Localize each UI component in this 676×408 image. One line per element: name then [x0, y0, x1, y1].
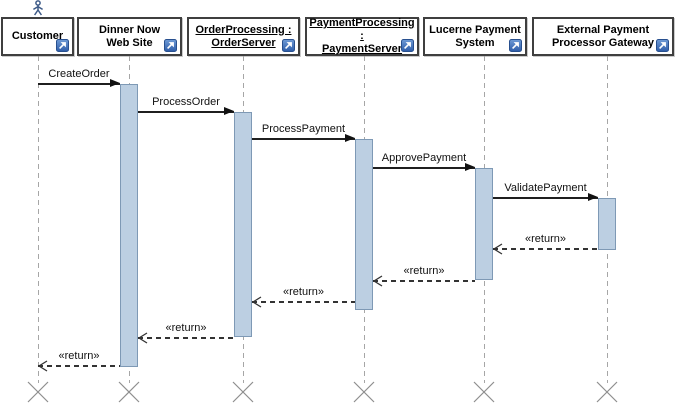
return-message-payment-processing-to-order-processing[interactable] [252, 301, 355, 303]
message-label: ValidatePayment [504, 182, 587, 194]
lifeline-head-order-processing[interactable]: OrderProcessing :OrderServer [187, 17, 300, 56]
navigate-link-icon[interactable] [56, 39, 69, 52]
lifeline-head-label: System [455, 36, 495, 49]
destruction-x-customer[interactable] [26, 380, 50, 404]
lifeline-head-label: Dinner Now [98, 23, 161, 36]
activation-bar-payment-processing[interactable] [355, 139, 373, 310]
lifeline-head-payment-processing[interactable]: PaymentProcessing :PaymentServer [305, 17, 419, 56]
lifeline-head-label: OrderProcessing : [195, 23, 292, 36]
navigate-link-icon[interactable] [509, 39, 522, 52]
activation-bar-lucerne-payment-system[interactable] [475, 168, 493, 280]
message-label: «return» [525, 233, 566, 245]
destruction-x-lucerne-payment-system[interactable] [472, 380, 496, 404]
message-label: «return» [165, 322, 207, 334]
destruction-x-order-processing[interactable] [231, 380, 255, 404]
lifeline-head-label: External Payment [556, 23, 650, 36]
message-label: ApprovePayment [381, 152, 467, 164]
call-arrowhead-icon [465, 163, 475, 171]
call-message-order-processing-to-payment-processing[interactable] [252, 138, 355, 140]
call-message-payment-processing-to-lucerne-payment-system[interactable] [373, 167, 475, 169]
return-arrowhead-icon [251, 295, 263, 308]
return-message-lucerne-payment-system-to-payment-processing[interactable] [373, 280, 475, 282]
message-label: «return» [58, 350, 100, 362]
call-arrowhead-icon [224, 107, 234, 115]
call-arrowhead-icon [588, 193, 598, 201]
return-arrowhead-icon [137, 331, 149, 344]
message-label: CreateOrder [48, 68, 110, 80]
navigate-link-icon[interactable] [282, 39, 295, 52]
message-label: «return» [283, 286, 324, 298]
call-message-dinner-now-web-site-to-order-processing[interactable] [138, 111, 234, 113]
message-label: ProcessOrder [152, 96, 220, 108]
destruction-x-dinner-now-web-site[interactable] [117, 380, 141, 404]
return-message-dinner-now-web-site-to-customer[interactable] [38, 365, 120, 367]
activation-bar-external-payment-processor-gateway[interactable] [598, 198, 616, 250]
lifeline-head-label: Customer [11, 30, 64, 42]
lifeline-head-label: OrderServer [211, 36, 276, 49]
call-arrowhead-icon [345, 134, 355, 142]
message-label: «return» [403, 265, 445, 277]
lifeline-customer[interactable] [38, 56, 39, 383]
navigate-link-icon[interactable] [401, 39, 414, 52]
destruction-x-external-payment-processor-gateway[interactable] [595, 380, 619, 404]
actor-icon[interactable] [30, 0, 46, 16]
return-arrowhead-icon [372, 274, 384, 287]
return-arrowhead-icon [492, 242, 504, 255]
return-message-order-processing-to-dinner-now-web-site[interactable] [138, 337, 234, 339]
lifeline-head-label: PaymentServer [321, 43, 403, 55]
lifeline-head-label: Lucerne Payment [429, 23, 521, 36]
lifeline-head-label: Web Site [106, 36, 153, 49]
destruction-x-payment-processing[interactable] [352, 380, 376, 404]
lifeline-head-label: PaymentProcessing : [309, 17, 415, 42]
navigate-link-icon[interactable] [164, 39, 177, 52]
activation-bar-dinner-now-web-site[interactable] [120, 84, 138, 367]
navigate-link-icon[interactable] [656, 39, 669, 52]
lifeline-head-customer[interactable]: Customer [1, 17, 74, 56]
call-message-lucerne-payment-system-to-external-payment-processor-gateway[interactable] [493, 197, 598, 199]
call-arrowhead-icon [110, 79, 120, 87]
lifeline-head-label: Processor Gateway [551, 36, 655, 49]
call-message-customer-to-dinner-now-web-site[interactable] [38, 83, 120, 85]
return-arrowhead-icon [37, 359, 49, 372]
return-message-external-payment-processor-gateway-to-lucerne-payment-system[interactable] [493, 248, 598, 250]
activation-bar-order-processing[interactable] [234, 112, 252, 337]
message-label: ProcessPayment [261, 123, 346, 135]
